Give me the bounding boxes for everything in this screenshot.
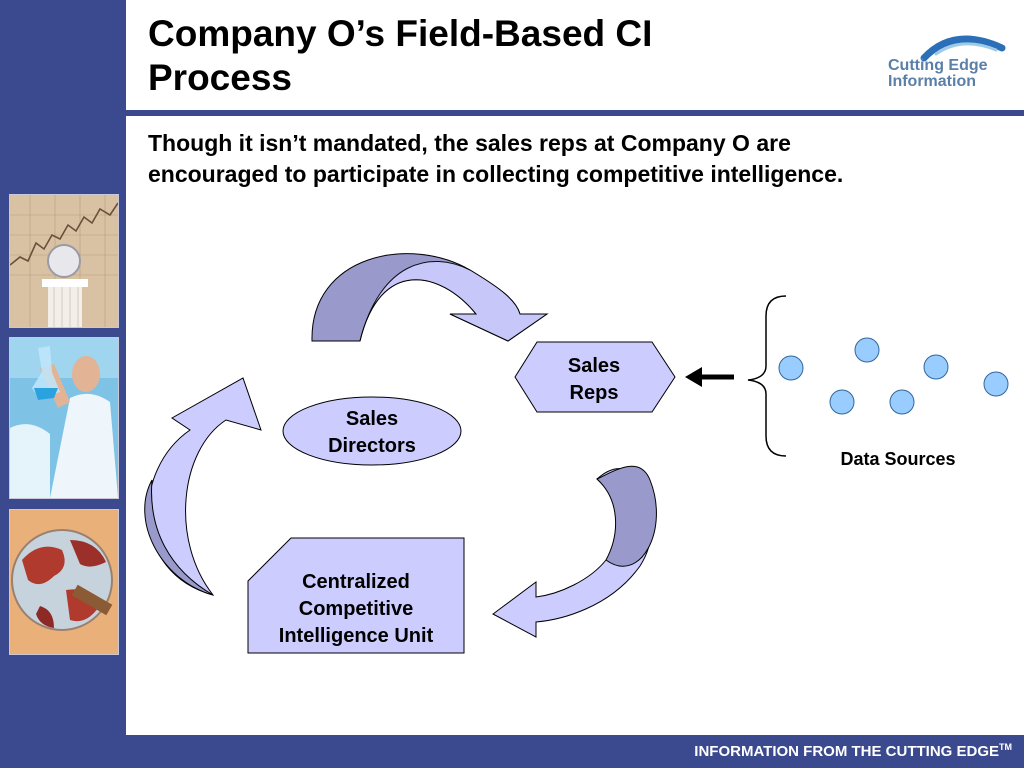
title-divider [126, 110, 1024, 116]
data-sources-arrow [685, 367, 734, 387]
data-source-dot [923, 354, 949, 380]
left-sidebar [0, 0, 126, 768]
trademark-mark: TM [999, 742, 1012, 752]
ci-unit-node [247, 537, 465, 654]
scientist-photo [9, 337, 119, 499]
slide-subtitle: Though it isn’t mandated, the sales reps… [148, 128, 968, 190]
footer-text: INFORMATION FROM THE CUTTING EDGETM [694, 742, 1012, 760]
left-curved-arrow-shade [144, 479, 214, 596]
right-curved-arrow-shade [596, 465, 657, 567]
globe-photo [9, 509, 119, 655]
data-source-dot [829, 389, 855, 415]
slide-title: Company O’s Field-Based CI Process [148, 12, 788, 100]
slide-subtitle-line2: encouraged to participate in collecting … [148, 161, 844, 187]
data-sources-label: Data Sources [840, 449, 955, 469]
footer-tagline: INFORMATION FROM THE CUTTING EDGE [694, 743, 999, 760]
sales-directors-node [282, 396, 462, 466]
data-sources-brace [747, 295, 787, 457]
ci-unit-label-line2: Competitive [299, 598, 413, 620]
sales-reps-label-line2: Reps [570, 382, 619, 404]
cutting-edge-logo: Cutting Edge Information [888, 35, 1006, 90]
data-source-dot [983, 371, 1009, 397]
data-source-dot [854, 337, 880, 363]
slide-title-line2: Process [148, 57, 292, 98]
data-source-dot [889, 389, 915, 415]
slide-title-line1: Company O’s Field-Based CI [148, 13, 653, 54]
sales-reps-label-line1: Sales [568, 355, 620, 377]
logo-line1: Cutting Edge [888, 57, 988, 74]
top-curved-arrow-highlight [359, 261, 549, 342]
sales-reps-node [514, 341, 676, 413]
footer-bar: INFORMATION FROM THE CUTTING EDGETM [126, 735, 1024, 768]
ci-unit-label-line1: Centralized [302, 571, 410, 593]
sales-directors-label-line1: Sales [346, 408, 398, 430]
ci-unit-label-line3: Intelligence Unit [279, 625, 434, 647]
sales-directors-label-line2: Directors [328, 435, 416, 457]
stock-chart-photo [9, 194, 119, 328]
data-source-dot [778, 355, 804, 381]
logo-line2: Information [888, 73, 976, 90]
slide-subtitle-line1: Though it isn’t mandated, the sales reps… [148, 130, 791, 156]
